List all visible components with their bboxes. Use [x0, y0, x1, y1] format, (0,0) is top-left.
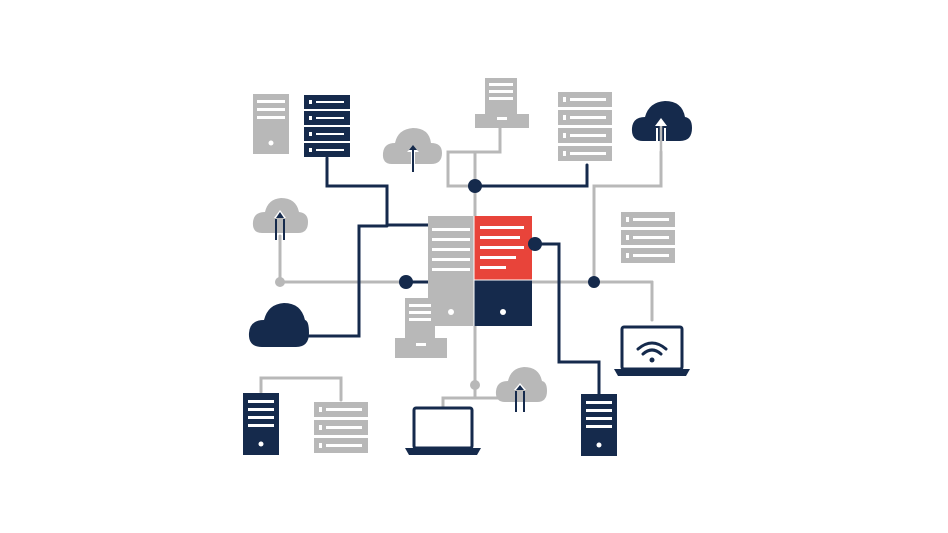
- central-server-gray: [428, 216, 474, 326]
- junction-top-center: [468, 179, 482, 193]
- server-rack-gray-bottom-left: [314, 402, 368, 453]
- connector-left-cloud: [307, 224, 389, 338]
- central-server-navy: [474, 280, 532, 326]
- cloud-upload-gray-left: [252, 198, 308, 240]
- connector-top-right-cloud: [592, 150, 663, 284]
- connector-top-right-rack: [473, 163, 589, 188]
- server-rack-gray-right: [621, 212, 675, 263]
- cloud-upload-gray-bottom: [495, 367, 547, 412]
- connector-red-to-server: [533, 242, 601, 396]
- server-rack-navy-top-left: [304, 95, 350, 157]
- desktop-gray-center: [395, 298, 447, 358]
- connector-bottom-left-servers: [259, 376, 343, 402]
- junction-left-gray: [275, 277, 285, 287]
- connector-bottom-branch: [441, 396, 522, 410]
- central-cluster: [428, 216, 532, 326]
- cloud-upload-gray-top: [382, 128, 442, 172]
- laptop-wifi-navy: [614, 325, 690, 376]
- server-rack-gray-top-right: [558, 92, 612, 161]
- junction-center-left: [399, 275, 413, 289]
- connector-top-desktop: [446, 125, 502, 188]
- laptop-navy-bottom: [405, 406, 481, 455]
- wifi-icon: [636, 341, 668, 356]
- server-navy-bottom-left: [243, 393, 279, 455]
- central-server-red: [474, 216, 532, 280]
- junction-bottom-gray: [470, 380, 480, 390]
- cloud-upload-navy-top-right: [631, 101, 692, 152]
- server-navy-bottom-right: [581, 394, 617, 456]
- junction-red-right: [528, 237, 542, 251]
- junction-dots: [275, 179, 600, 390]
- server-gray-top-left: [253, 94, 289, 154]
- junction-right: [588, 276, 600, 288]
- desktop-gray-top: [475, 78, 529, 128]
- cloud-navy-left: [248, 303, 309, 347]
- connector-top-left-rack: [325, 156, 430, 227]
